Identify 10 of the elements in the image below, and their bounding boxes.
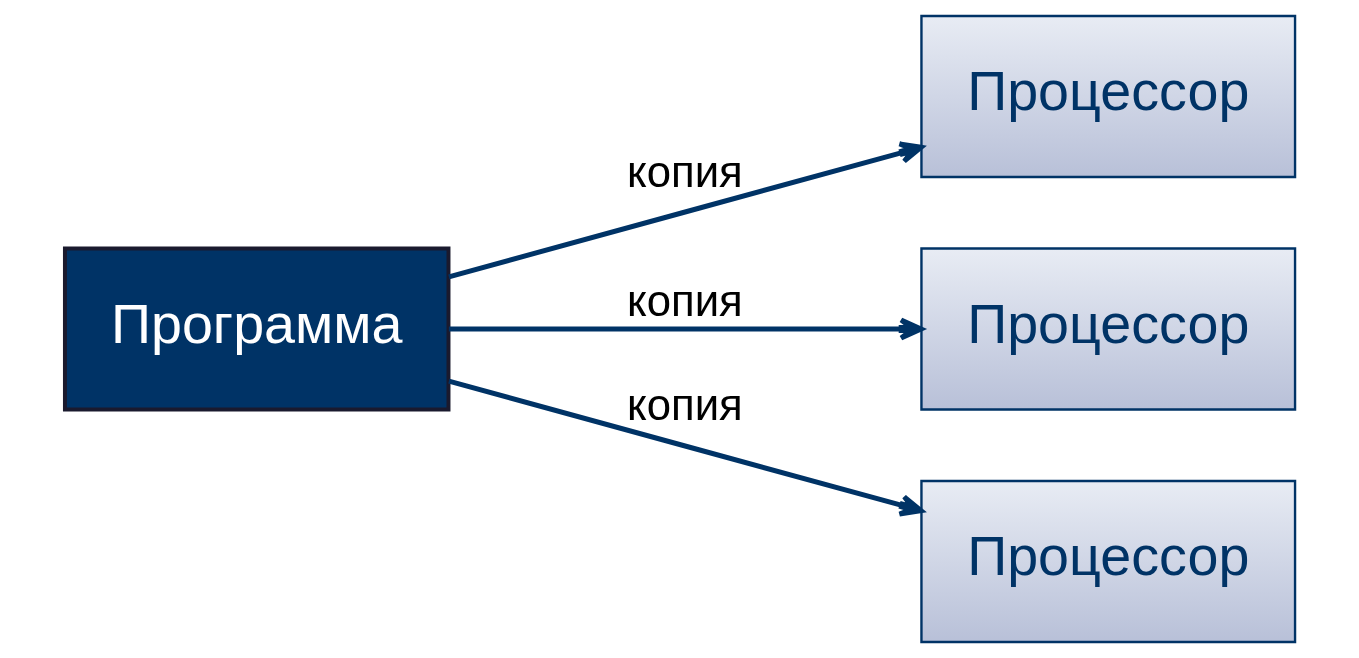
- node-box: Процессор: [919, 247, 1296, 411]
- edge-label: копия: [626, 379, 743, 429]
- arrow: [447, 141, 924, 280]
- arrow: [448, 317, 924, 341]
- edge-label: копия: [626, 147, 743, 197]
- node-box: Процессор: [919, 14, 1296, 179]
- edge-label: копия: [626, 276, 743, 326]
- node-box: Программа: [62, 246, 450, 412]
- arrow: [447, 378, 924, 517]
- node-box: Процессор: [919, 479, 1296, 644]
